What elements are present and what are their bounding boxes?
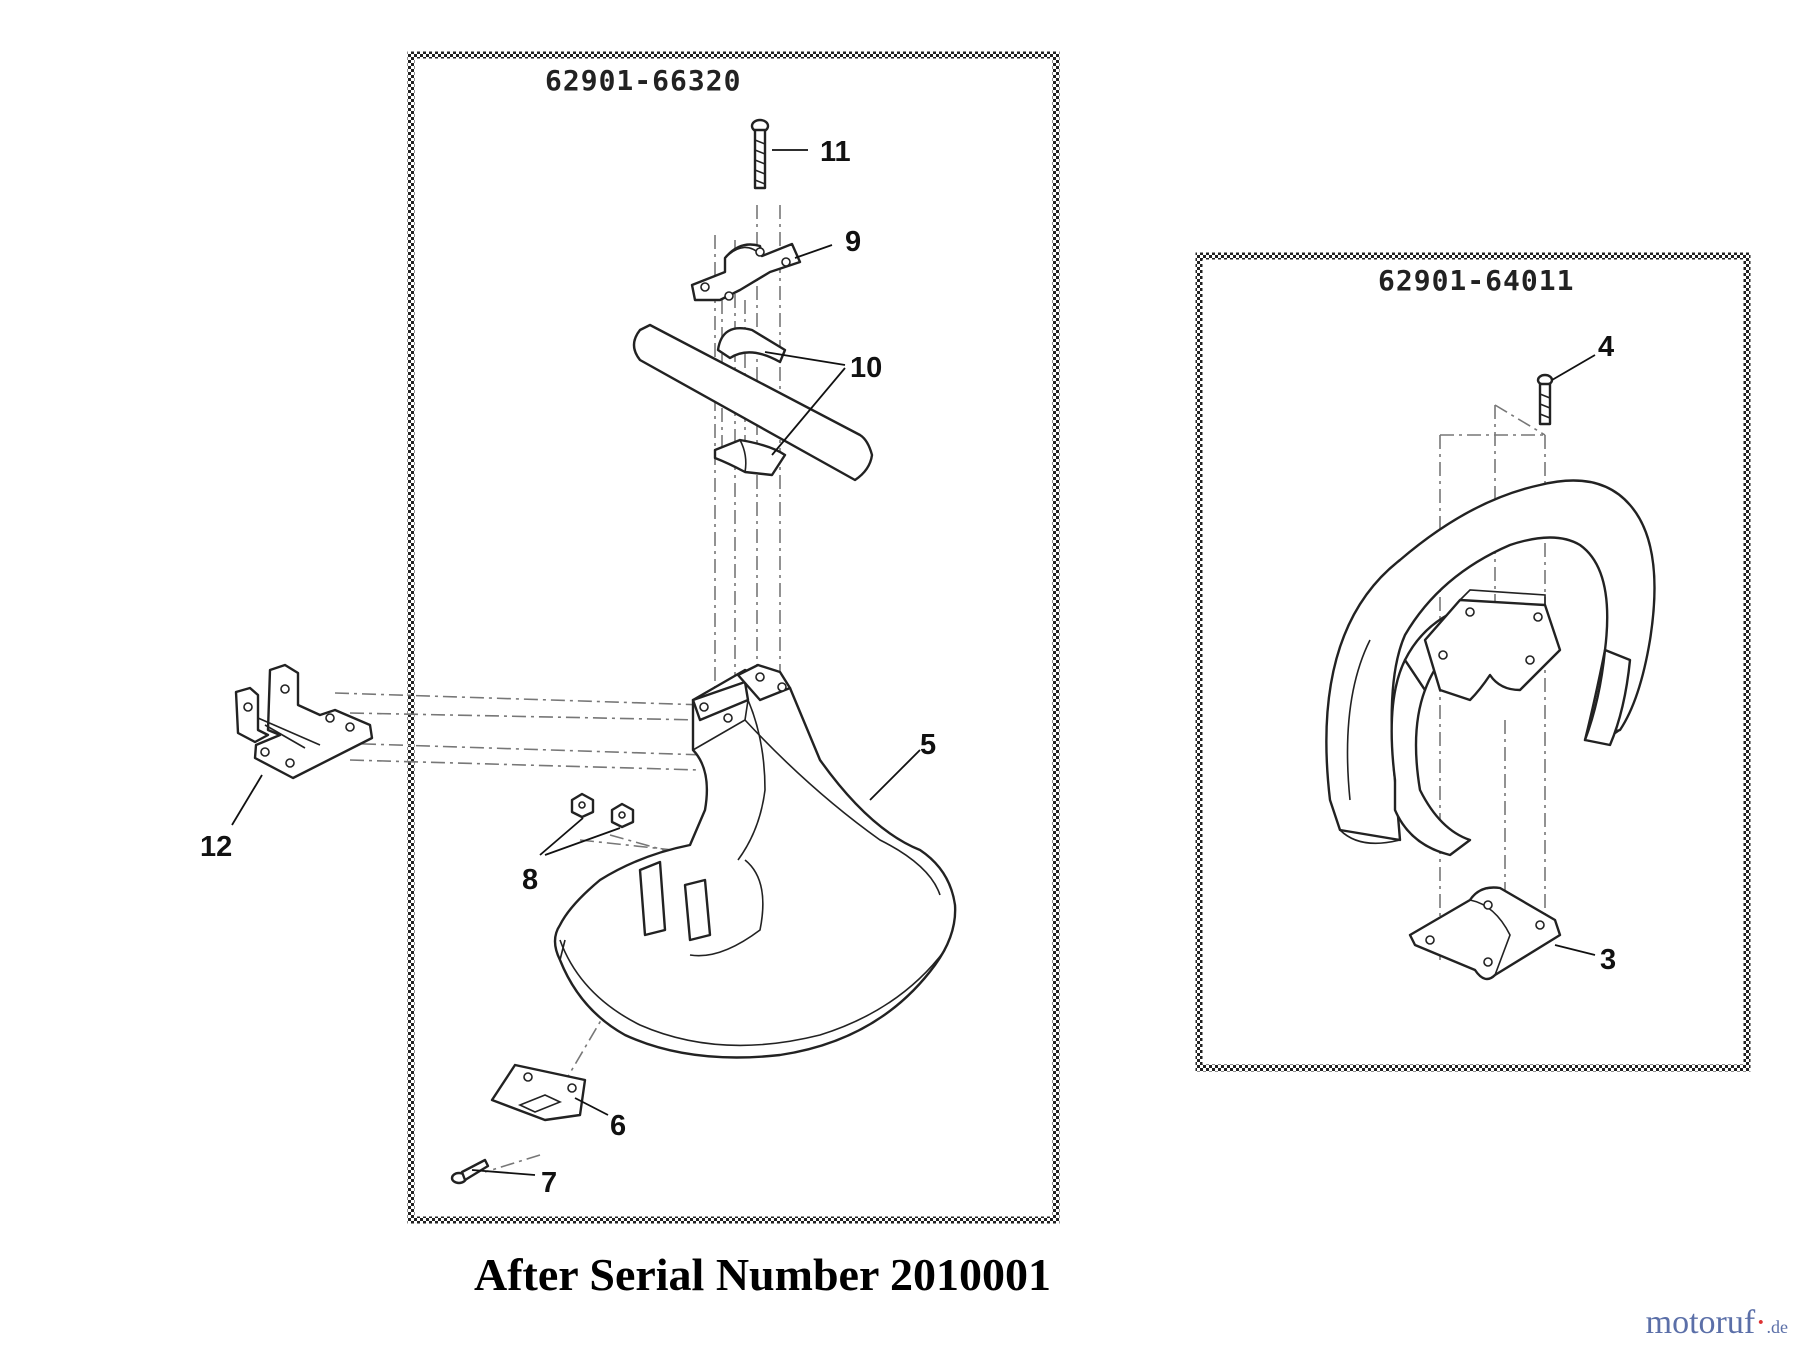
nuts-part-8 bbox=[570, 792, 635, 829]
leader-lines-handle bbox=[1551, 354, 1596, 956]
kit-box-guard: 62901-66320 bbox=[407, 51, 1060, 1224]
callout-4: 4 bbox=[1598, 331, 1614, 363]
tube-and-liners-part-10 bbox=[632, 323, 874, 482]
watermark-dot: · bbox=[1755, 1304, 1767, 1341]
watermark-main: motoruf bbox=[1645, 1304, 1756, 1341]
callout-3: 3 bbox=[1600, 944, 1616, 976]
callout-11: 11 bbox=[820, 136, 851, 168]
callout-12: 12 bbox=[200, 831, 232, 863]
callout-10: 10 bbox=[850, 352, 882, 384]
clamp-part-9 bbox=[690, 242, 802, 302]
watermark-logo: motoruf·.de bbox=[1646, 1304, 1788, 1342]
callout-8: 8 bbox=[522, 864, 538, 896]
screw-part-11 bbox=[750, 118, 770, 190]
loop-handle bbox=[1325, 479, 1656, 857]
clamp-part-3 bbox=[1408, 886, 1562, 981]
watermark-tld: .de bbox=[1766, 1317, 1789, 1337]
serial-caption: After Serial Number 2010001 bbox=[474, 1249, 1052, 1300]
guard-part-5 bbox=[553, 663, 957, 1059]
kit-box-handle: 62901-64011 bbox=[1195, 252, 1751, 1072]
callout-6: 6 bbox=[610, 1110, 626, 1142]
screw-part-4 bbox=[1536, 373, 1554, 426]
kit-code-handle: 62901-64011 bbox=[1378, 264, 1574, 297]
leader-lines-guard bbox=[231, 149, 921, 1176]
bracket-part-12 bbox=[234, 663, 374, 780]
kit-code-guard: 62901-66320 bbox=[545, 64, 741, 97]
callout-5: 5 bbox=[920, 729, 936, 761]
callout-9: 9 bbox=[845, 226, 861, 258]
callout-7: 7 bbox=[541, 1167, 557, 1199]
plate-part-6 bbox=[490, 1063, 587, 1122]
